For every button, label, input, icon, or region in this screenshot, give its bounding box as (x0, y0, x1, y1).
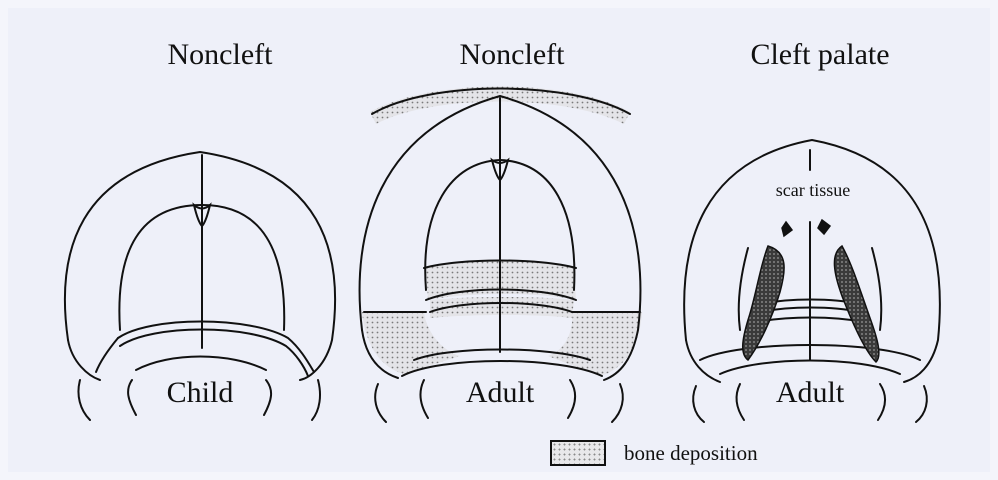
panel-2-label: Adult (420, 376, 580, 410)
scar-tissue-label: scar tissue (748, 180, 878, 201)
adult-noncleft-palate-drawing (360, 87, 642, 423)
panel-1-label: Child (120, 376, 280, 410)
bone-deposition-swatch (550, 440, 606, 466)
panel-3-label: Adult (730, 376, 890, 410)
legend-label: bone deposition (624, 441, 758, 466)
